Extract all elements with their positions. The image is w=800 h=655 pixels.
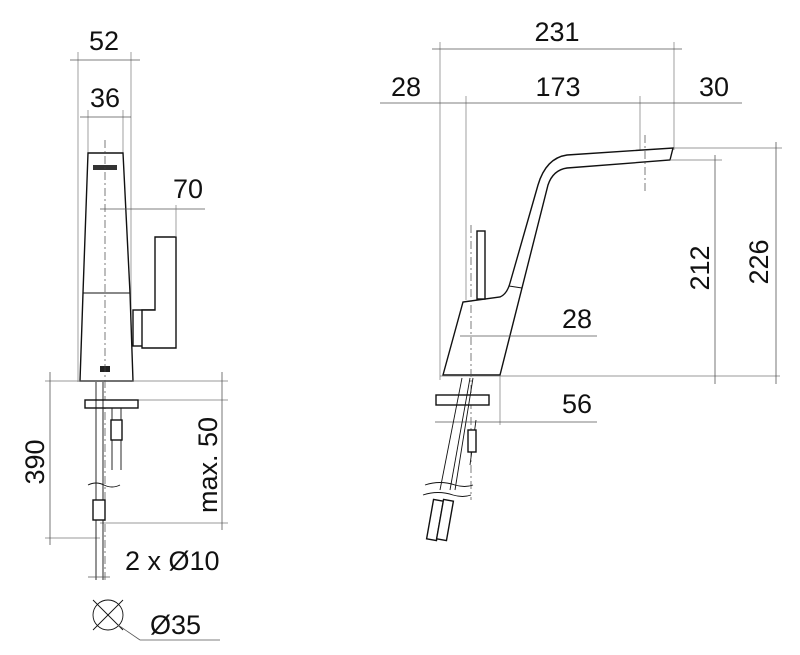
faucet-spout — [442, 147, 674, 376]
dimension-226: 226 — [744, 142, 777, 384]
dimension-28-body: 28 — [460, 304, 597, 337]
dimension-hose-diameter: 2 x Ø10 — [88, 546, 220, 578]
handle — [141, 236, 177, 349]
hoses-front — [87, 382, 123, 580]
label-226: 226 — [744, 239, 774, 284]
label-max-50: max. 50 — [193, 417, 223, 513]
dimension-231: 231 — [432, 17, 682, 50]
dimension-56: 56 — [435, 389, 597, 423]
dimension-390: 390 — [20, 372, 51, 545]
label-390: 390 — [20, 439, 50, 484]
label-231: 231 — [534, 17, 579, 47]
hoses-side — [422, 377, 477, 542]
dimension-row-28-173-30: 28 173 30 — [380, 72, 742, 104]
label-173: 173 — [535, 72, 580, 102]
faucet-body-front — [79, 152, 134, 382]
label-2x10: 2 x Ø10 — [125, 546, 220, 576]
lever-rod — [476, 230, 486, 300]
label-28-top: 28 — [391, 72, 421, 102]
label-212: 212 — [685, 245, 715, 290]
dimension-212: 212 — [685, 155, 716, 384]
side-view: 231 28 173 30 28 56 — [380, 17, 782, 542]
label-56: 56 — [562, 389, 592, 419]
label-28-body: 28 — [562, 304, 592, 334]
label-52: 52 — [89, 26, 119, 56]
front-view: 52 36 70 — [20, 26, 228, 641]
label-36: 36 — [90, 83, 120, 113]
label-30: 30 — [699, 72, 729, 102]
dimension-max-50: max. 50 — [193, 372, 223, 530]
dimension-70: 70 — [100, 174, 205, 237]
dimension-36: 36 — [80, 83, 131, 118]
dimension-52: 52 — [70, 26, 140, 61]
mounting-flange-side — [435, 394, 490, 406]
label-70: 70 — [173, 174, 203, 204]
hole-diameter-symbol: Ø35 — [92, 599, 220, 641]
label-35: Ø35 — [150, 610, 201, 640]
mounting-flange — [84, 399, 139, 409]
